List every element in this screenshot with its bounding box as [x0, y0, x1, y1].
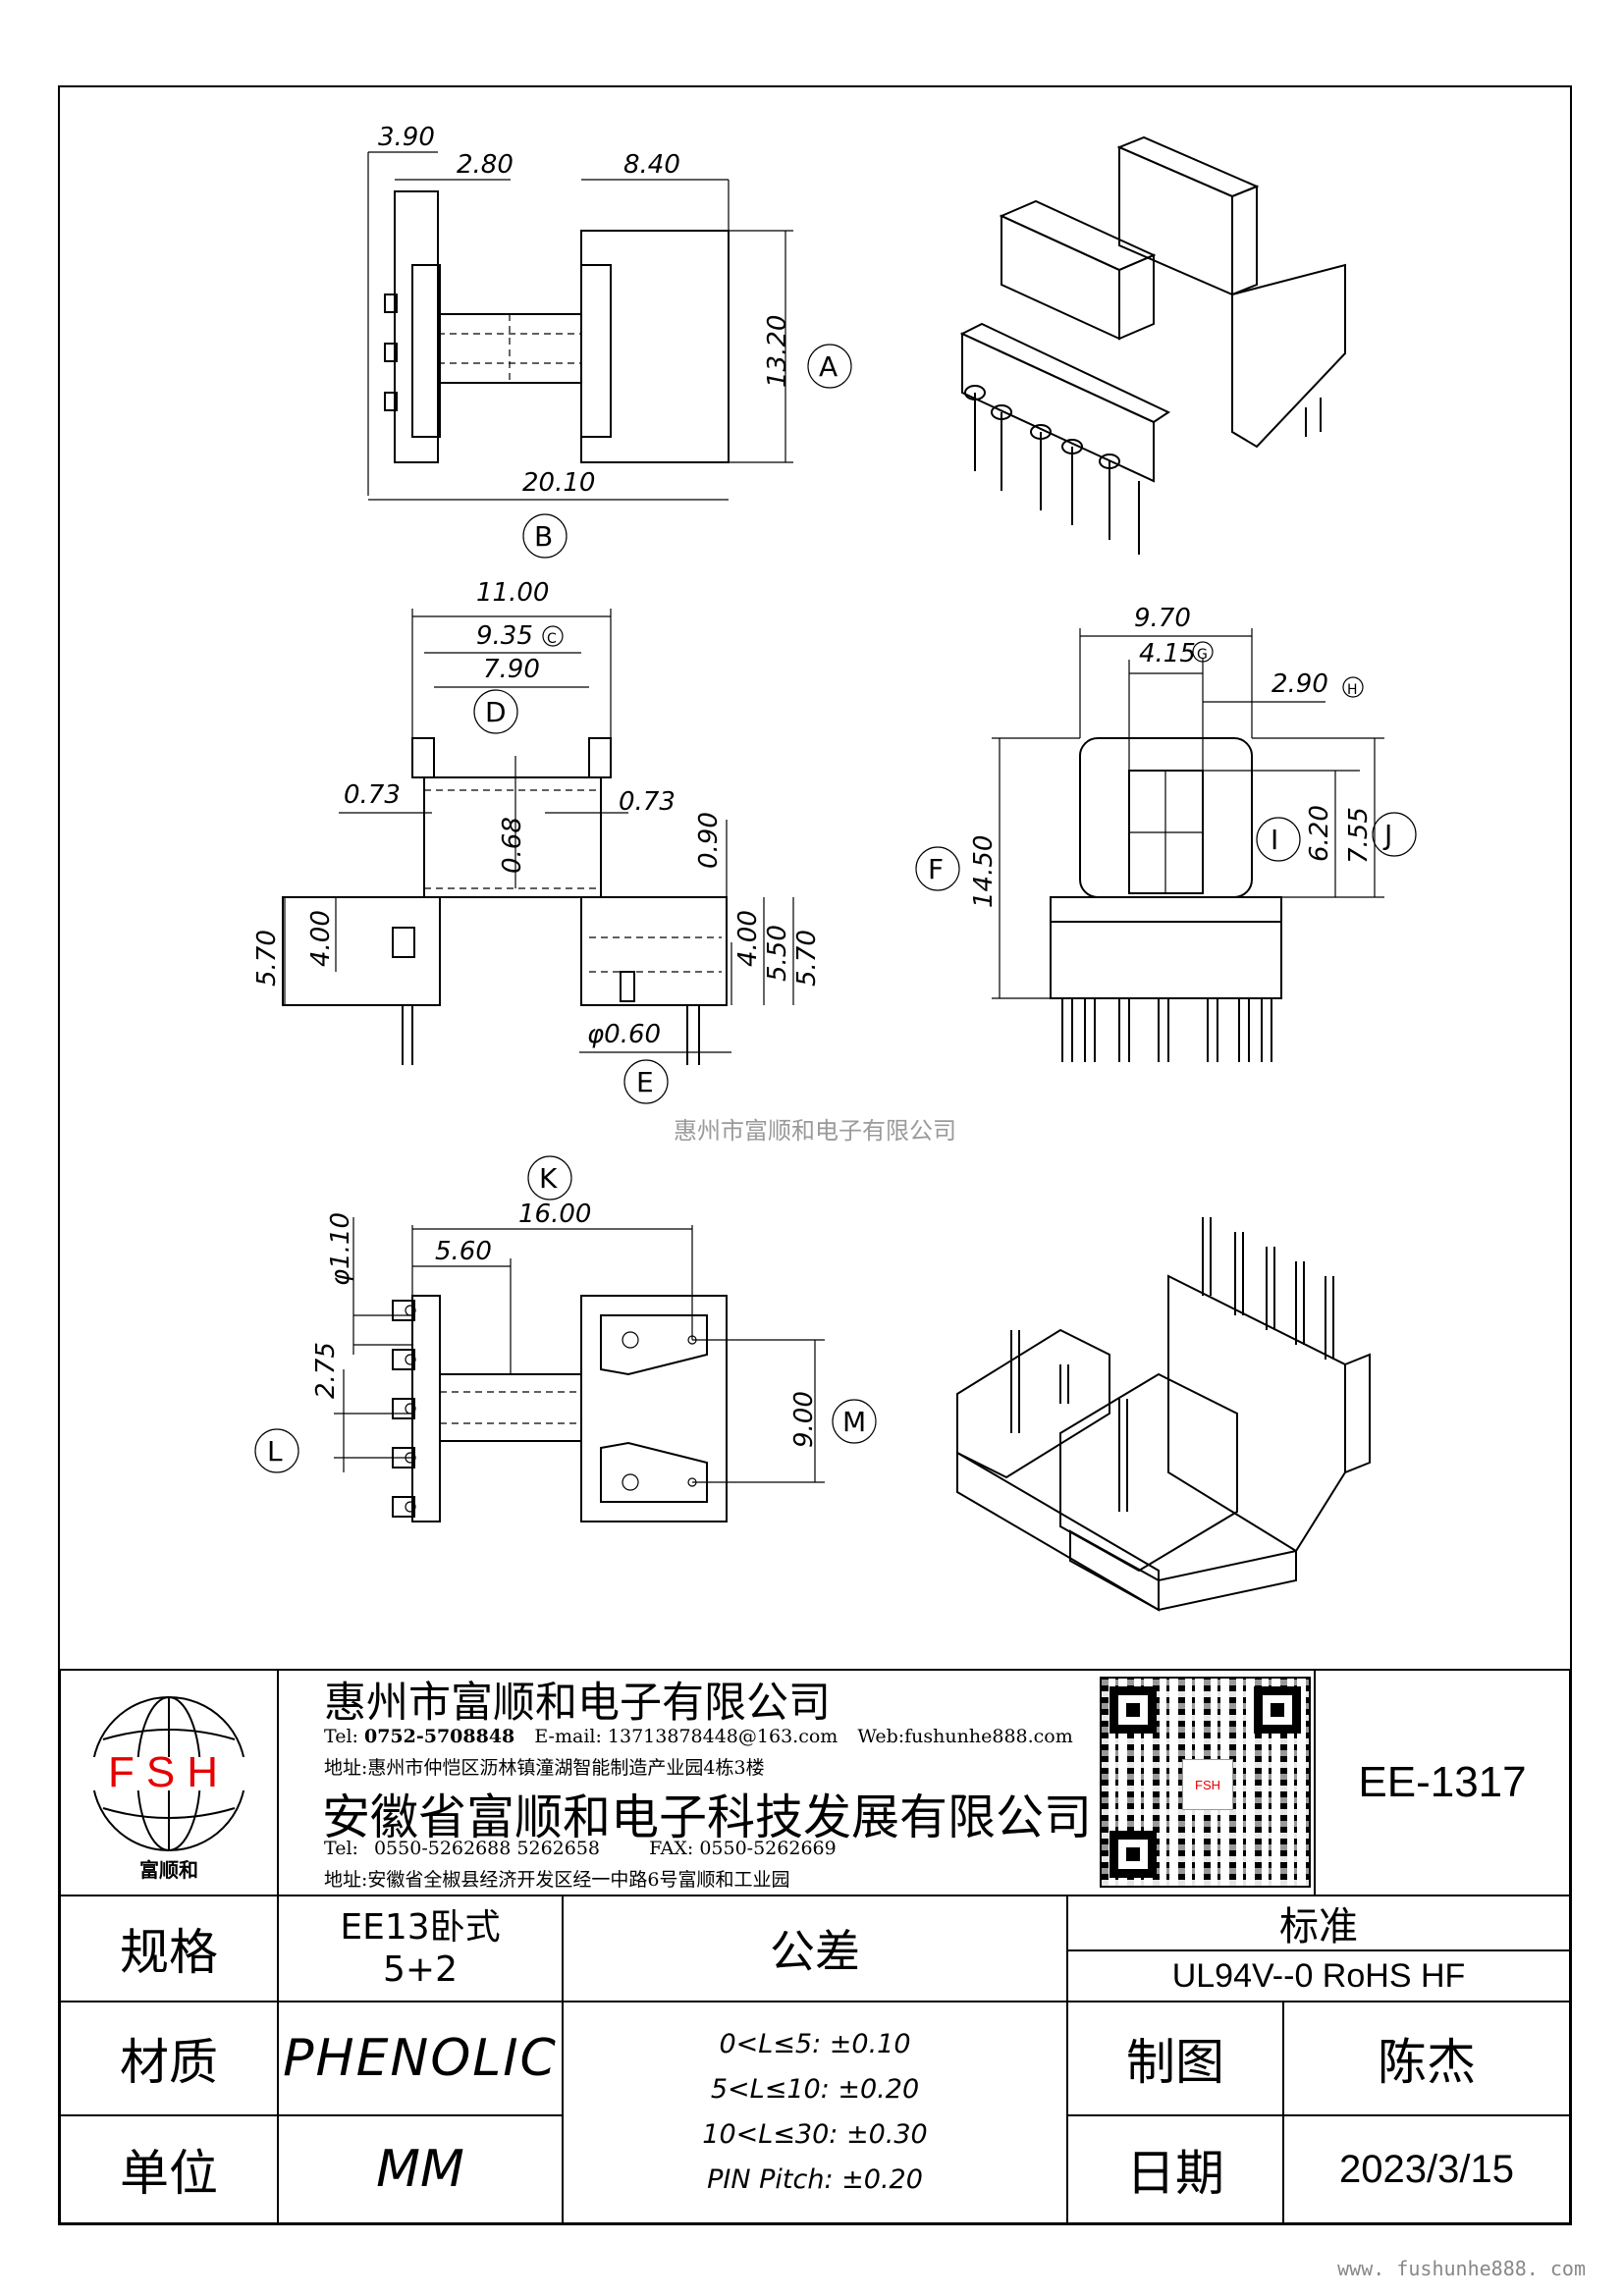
dim-2-80: 2.80	[457, 150, 514, 180]
tolerance-line-2: 5<L≤10: ±0.20	[710, 2074, 920, 2105]
logo-letters: FSH	[108, 1748, 230, 1796]
dim-13-20: 13.20	[763, 315, 792, 388]
tolerance-line-1: 0<L≤5: ±0.10	[719, 2029, 911, 2059]
dim-7-90: 7.90	[483, 655, 540, 684]
dim-9-35: 9.35	[476, 621, 533, 651]
material-value: PHENOLIC	[277, 2001, 564, 2116]
tolerance-label: 公差	[562, 1895, 1068, 2002]
drawing-frame	[58, 85, 1572, 2225]
view-side: 9.70 4.15 G 2.90 H 14.50 F 6.20 I 7.55 J	[915, 604, 1417, 1062]
qr-logo: FSH	[1182, 1759, 1233, 1810]
dim-6-20: 6.20	[1305, 805, 1334, 862]
marker-j: J	[1382, 819, 1392, 851]
dim-4-00-right: 4.00	[733, 910, 763, 967]
tolerance-line-3: 10<L≤30: ±0.30	[702, 2119, 928, 2150]
isometric-view-2	[956, 1217, 1371, 1612]
dim-16-00: 16.00	[518, 1200, 591, 1229]
dim-11-00: 11.00	[476, 578, 549, 608]
tolerance-values: 0<L≤5: ±0.10 5<L≤10: ±0.20 10<L≤30: ±0.3…	[562, 2001, 1068, 2224]
drawn-by-value: 陈杰	[1282, 2001, 1571, 2116]
dim-0-73-left: 0.73	[344, 780, 401, 810]
fsh-logo: FSH 富顺和	[83, 1696, 255, 1882]
spec-value: EE13卧式 5+2	[277, 1895, 564, 2002]
footer-url: www. fushunhe888. com	[1337, 2257, 1586, 2280]
dim-8-40: 8.40	[623, 150, 680, 180]
marker-i: I	[1271, 824, 1278, 856]
marker-k: K	[539, 1162, 558, 1195]
company-ah-contact: Tel: 0550-5262688 5262658 FAX: 0550-5262…	[324, 1838, 837, 1859]
dim-0-90: 0.90	[694, 812, 724, 869]
dim-2-90: 2.90	[1271, 669, 1328, 699]
qr-code: FSH	[1100, 1677, 1311, 1888]
part-number: EE-1317	[1358, 1758, 1527, 1806]
marker-d: D	[485, 696, 507, 728]
dim-5-70-left: 5.70	[252, 930, 282, 987]
marker-a: A	[819, 350, 838, 383]
company-ah-address: 地址:安徽省全椒县经济开发区经一中路6号富顺和工业园	[324, 1869, 790, 1891]
dim-20-10: 20.10	[522, 468, 595, 498]
watermark-text: 惠州市富顺和电子有限公司	[674, 1117, 956, 1145]
marker-g: G	[1197, 647, 1208, 663]
company-hz-address: 地址:惠州市仲恺区沥林镇潼湖智能制造产业园4栋3楼	[324, 1757, 765, 1779]
company-hz-contact: Tel: 0752-5708848 E-mail: 13713878448@16…	[324, 1726, 1073, 1747]
dim-14-50: 14.50	[969, 835, 999, 908]
marker-h: H	[1347, 682, 1358, 698]
marker-e: E	[636, 1066, 654, 1098]
dim-4-15: 4.15	[1139, 639, 1196, 668]
logo-name: 富顺和	[139, 1858, 198, 1882]
dim-3-90: 3.90	[378, 123, 435, 152]
standard-label: 标准	[1066, 1895, 1571, 1951]
view-bottom: 16.00 K 5.60 φ1.10 2.75 L 9.00 M	[254, 1155, 877, 1522]
dim-phi-1-10: φ1.10	[326, 1212, 355, 1286]
dim-5-70-right: 5.70	[792, 930, 822, 987]
view-top: 3.90 2.80 8.40 20.10 13.20 A B	[367, 123, 852, 559]
marker-b: B	[534, 520, 553, 553]
unit-label: 单位	[59, 2114, 279, 2224]
dim-5-50: 5.50	[763, 925, 792, 982]
dim-9-70: 9.70	[1134, 604, 1191, 633]
dim-4-00-left: 4.00	[306, 910, 336, 967]
date-label: 日期	[1066, 2114, 1284, 2224]
tolerance-line-4: PIN Pitch: ±0.20	[707, 2164, 923, 2195]
marker-l: L	[267, 1435, 283, 1468]
company-hz-name: 惠州市富顺和电子有限公司	[324, 1679, 831, 1728]
date-value: 2023/3/15	[1282, 2114, 1571, 2224]
drawn-by-label: 制图	[1066, 2001, 1284, 2116]
standard-value: UL94V--0 RoHS HF	[1066, 1949, 1571, 2002]
marker-f: F	[928, 853, 944, 885]
company-ah-name: 安徽省富顺和电子科技发展有限公司	[322, 1789, 1093, 1845]
dim-9-00: 9.00	[789, 1391, 819, 1448]
spec-label: 规格	[59, 1895, 279, 2002]
dim-phi-0-60: φ0.60	[587, 1020, 661, 1049]
dim-5-60: 5.60	[435, 1237, 492, 1266]
unit-value: MM	[277, 2114, 564, 2224]
isometric-view-1	[959, 135, 1346, 555]
dim-7-55: 7.55	[1344, 807, 1374, 864]
dim-2-75: 2.75	[311, 1342, 341, 1399]
dim-0-73-right: 0.73	[619, 787, 676, 817]
marker-m: M	[842, 1406, 866, 1438]
material-label: 材质	[59, 2001, 279, 2116]
marker-c: C	[547, 631, 557, 647]
dim-0-68: 0.68	[498, 817, 527, 874]
view-front: 11.00 9.35 C 7.90 D 0.73 0.73 0.68 0.90 …	[252, 578, 822, 1104]
